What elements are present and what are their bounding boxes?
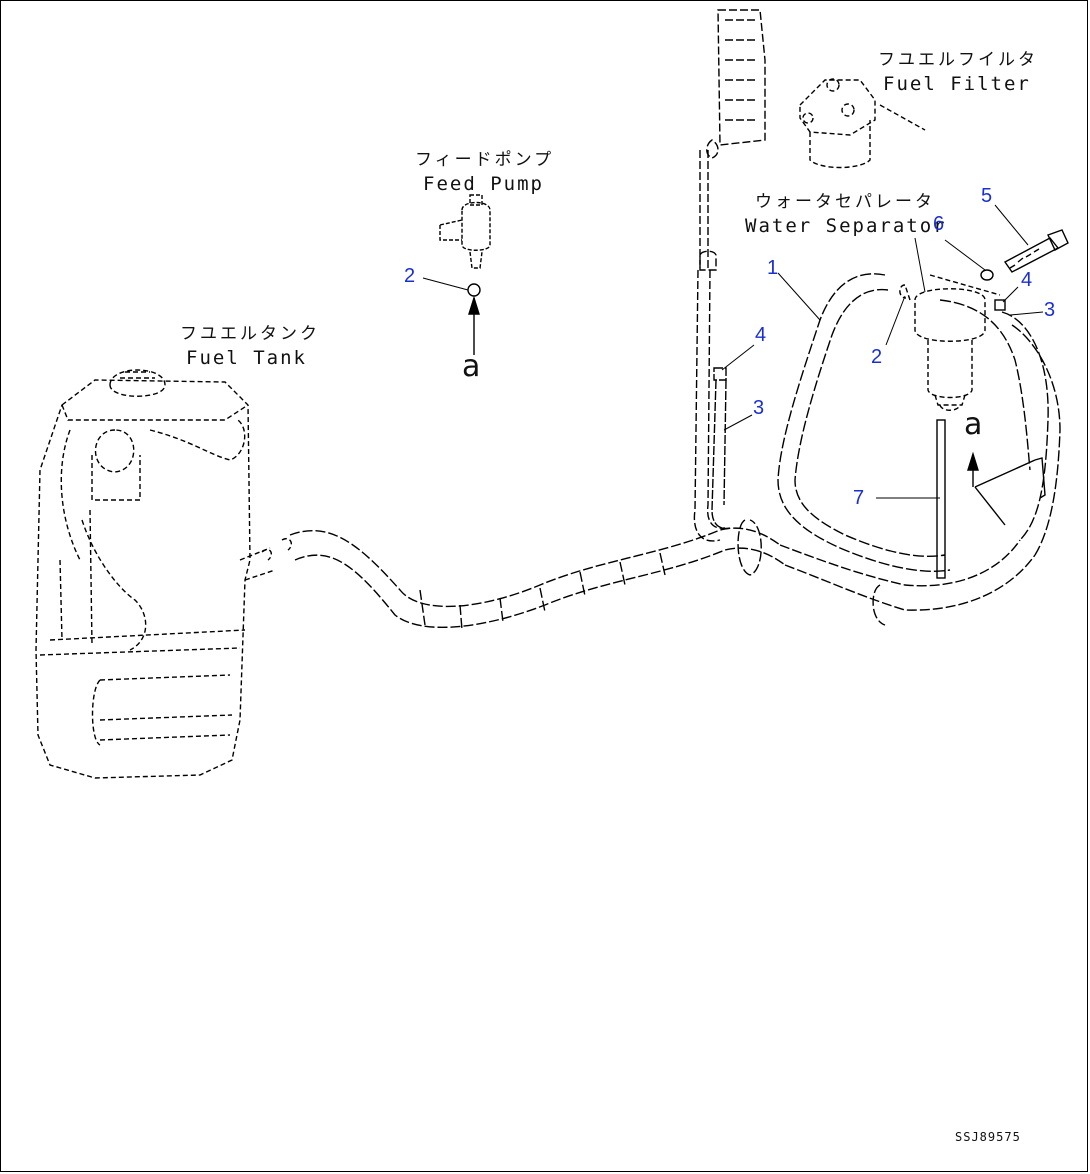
- hose-3-left: [711, 367, 731, 530]
- callout-4-right: 4: [1021, 269, 1033, 291]
- feed-pump-label-jp: フィードポンプ: [415, 150, 555, 170]
- bolt-and-washer: [980, 229, 1069, 311]
- callout-6: 6: [933, 213, 945, 235]
- fuel-filter-label-en: Fuel Filter: [883, 73, 1031, 95]
- fuel-filter-drawing: [799, 78, 926, 169]
- fuel-filter-label-jp: フユエルフイルタ: [878, 50, 1038, 70]
- pump-clamp-and-arrow: [467, 283, 481, 355]
- leader-lines: [422, 204, 1044, 499]
- callout-3-left: 3: [753, 397, 765, 419]
- callout-4-left: 4: [755, 324, 767, 346]
- fuel-hose-main: [289, 519, 1036, 631]
- callout-7: 7: [853, 487, 865, 509]
- callout-5: 5: [981, 185, 993, 207]
- clamp-7-band: [936, 419, 946, 579]
- callout-3-right: 3: [1044, 299, 1056, 321]
- feed-pump-drawing: [439, 194, 491, 269]
- drawing-code: SSJ89575: [955, 1130, 1021, 1144]
- fuel-tank-drawing: [35, 369, 292, 779]
- water-separator-label-en: Water Separator: [745, 215, 947, 237]
- water-separator-drawing: [899, 274, 1001, 411]
- fuel-tank-label-jp: フユエルタンク: [180, 324, 320, 344]
- water-separator-label-jp: ウォータセパレータ: [755, 192, 935, 212]
- view-a-arrow-right: [967, 451, 1046, 526]
- hose-1-loop: [777, 273, 951, 572]
- feed-pump-label-en: Feed Pump: [423, 173, 544, 195]
- callout-1: 1: [767, 257, 779, 279]
- view-marker-a-pump: a: [462, 349, 481, 384]
- fuel-tank-label-en: Fuel Tank: [186, 347, 307, 369]
- callout-2-pump: 2: [404, 265, 416, 287]
- view-marker-a-separator: a: [964, 407, 983, 442]
- hose-3-right: [939, 299, 1061, 556]
- vertical-pipe: [693, 9, 766, 542]
- callout-2-separator: 2: [871, 346, 883, 368]
